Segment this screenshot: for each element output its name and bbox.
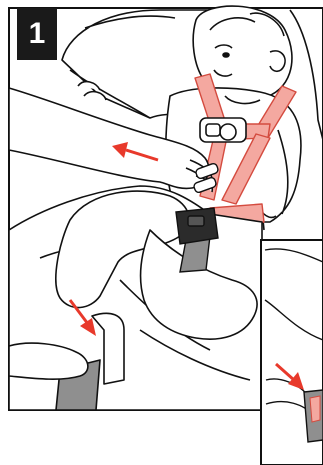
inset-panel — [261, 240, 323, 465]
chest-clip — [200, 118, 246, 142]
step-number: 1 — [29, 19, 46, 49]
step-number-badge: 1 — [17, 8, 57, 60]
